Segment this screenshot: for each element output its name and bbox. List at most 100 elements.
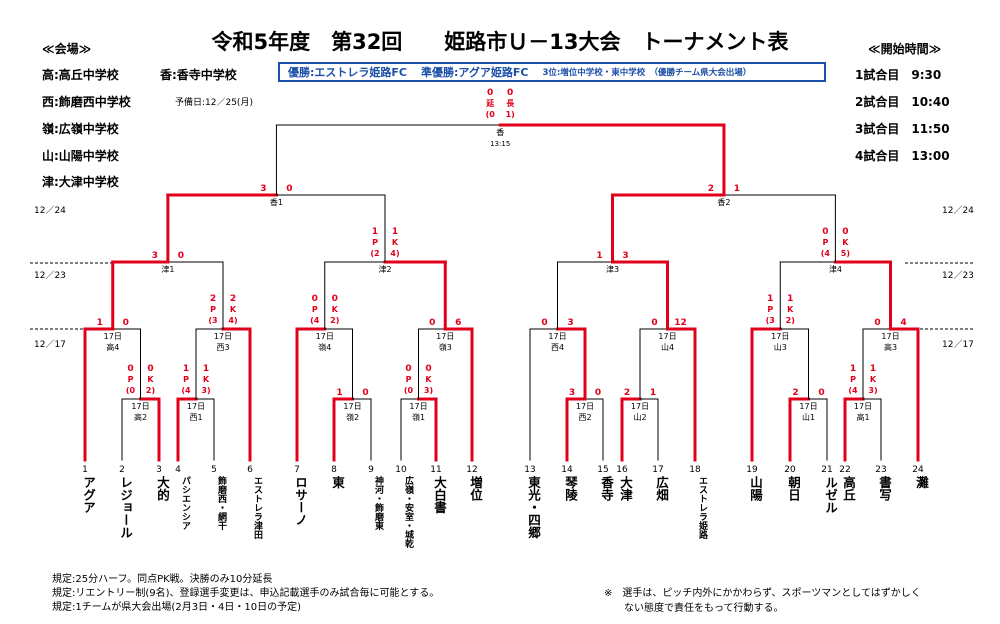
pk-label-p-b2: P <box>210 305 216 314</box>
pk-label-p-a2: P <box>183 375 189 384</box>
match-venue-c3: 津3 <box>606 264 619 274</box>
pk-label-p-a4: P <box>406 375 412 384</box>
match-venue-a1: 高2 <box>134 412 147 422</box>
score-right-a2: 1 <box>203 364 209 374</box>
score-right-b6: 12 <box>674 318 687 328</box>
match-venue-b2: 西3 <box>216 343 229 352</box>
rule-1: 規定:25分ハーフ。同点PK戦。決勝のみ10分延長 <box>52 574 273 585</box>
team-name: 山陽 <box>748 476 763 501</box>
team-number: 14 <box>561 465 573 475</box>
pk-right-b3: 2) <box>330 316 339 325</box>
round-date-left-3: 12／24 <box>34 206 66 216</box>
score-left-a3: 1 <box>336 388 342 398</box>
score-right-c4: 0 <box>842 227 848 237</box>
pk-right-a1: 2) <box>146 386 155 395</box>
team-name: 灘 <box>914 476 929 489</box>
team-number: 10 <box>395 465 407 475</box>
team-name: 広畑 <box>654 476 669 501</box>
team-number: 15 <box>597 465 608 475</box>
score-left-b5: 0 <box>541 318 547 328</box>
pk-label-p-c2: P <box>372 238 378 247</box>
score-left-b7: 1 <box>767 294 773 304</box>
match-date-b2: 17日 <box>214 332 232 341</box>
team-number: 17 <box>652 465 663 475</box>
conduct-note: ※ 選手は、ピッチ内外にかかわらず、スポーツマンとしてはずかしく ない態度で責任… <box>604 588 921 614</box>
team-number: 24 <box>912 465 924 475</box>
round-date-right-1: 12／17 <box>942 340 974 350</box>
score-left-a7: 2 <box>792 388 798 398</box>
match-venue-b4: 嶺3 <box>439 343 452 352</box>
pk-right-c4: 5) <box>841 249 850 258</box>
score-right-c3: 3 <box>622 251 628 261</box>
pk-left-a1: (0 <box>126 386 136 395</box>
pk-label-p-b7: P <box>767 305 773 314</box>
match-venue-final: 香 <box>496 127 504 137</box>
team-number: 12 <box>466 465 477 475</box>
score-left-sf1: 3 <box>260 184 266 194</box>
pk-label-k-c4: K <box>842 238 849 247</box>
match-date-b1: 17日 <box>104 332 122 341</box>
score-right-b3: 0 <box>332 294 338 304</box>
pk-label-k-b7: K <box>787 305 794 314</box>
team-number: 18 <box>689 465 701 475</box>
venue-otsu: 津:大津中学校 <box>42 175 119 189</box>
score-left-a6: 2 <box>624 388 630 398</box>
team-number: 1 <box>82 465 88 475</box>
et-label-final: 長 <box>506 99 515 108</box>
pk-right-b2: 4) <box>228 316 237 325</box>
team-number: 16 <box>616 465 628 475</box>
pk-left-b3: (4 <box>310 316 320 325</box>
score-right-b2: 2 <box>230 294 236 304</box>
pk-right-a4: 3) <box>424 386 433 395</box>
match-venue-b3: 嶺4 <box>318 343 331 352</box>
match-venue-c2: 津2 <box>378 264 391 274</box>
score-left-b8: 0 <box>874 318 880 328</box>
match-venue-b5: 西4 <box>551 343 564 352</box>
score-left-b3: 0 <box>312 294 318 304</box>
round-date-right-2: 12／23 <box>942 271 974 281</box>
team-number: 4 <box>175 465 181 475</box>
score-right-a1: 0 <box>147 364 153 374</box>
score-left-a5: 3 <box>569 388 575 398</box>
team-number: 20 <box>784 465 796 475</box>
match-venue-sf1: 香1 <box>270 197 283 207</box>
team-name: 神河・飾磨東 <box>373 476 383 530</box>
team-name: 増位 <box>468 476 483 501</box>
team-name: アグア <box>81 476 96 514</box>
score-right-a7: 0 <box>818 388 824 398</box>
team-number: 6 <box>247 465 253 475</box>
pk-right-a8: 3) <box>868 386 877 395</box>
pk-label-p-a8: P <box>850 375 856 384</box>
time-4: 4試合目 13:00 <box>855 149 950 163</box>
score-right-sf1: 0 <box>286 184 292 194</box>
team-number: 21 <box>821 465 832 475</box>
score-right-b1: 0 <box>123 318 129 328</box>
rule-2: 規定:リエントリー制(9名)、登録選手変更は、申込記載選手のみ試合毎に可能とする… <box>52 588 440 599</box>
match-venue-b8: 高3 <box>884 342 897 352</box>
pk-label-k-a8: K <box>870 375 877 384</box>
team-number: 13 <box>524 465 535 475</box>
winner-third: 3位:増位中学校・東中学校 （優勝チーム県大会出場） <box>542 68 752 78</box>
score-left-b2: 2 <box>210 294 216 304</box>
winners-box: 優勝:エストレラ姫路FC 準優勝:アグア姫路FC 3位:増位中学校・東中学校 （… <box>278 62 826 82</box>
venue-kodera: 香:香寺中学校 <box>160 68 237 82</box>
team-name: ルゼル <box>823 476 838 514</box>
match-venue-a3: 嶺2 <box>346 413 359 422</box>
page-title: 令和5年度 第32回 姫路市Ｕ－13大会 トーナメント表 <box>211 30 789 54</box>
match-venue-a4: 嶺1 <box>412 413 425 422</box>
match-date-a3: 17日 <box>343 402 361 411</box>
pk-left-a8: (4 <box>848 386 858 395</box>
score-left-final: 0 <box>487 88 493 98</box>
team-number: 7 <box>294 465 300 475</box>
team-name: 香寺 <box>599 476 614 501</box>
team-name: ロサーノ <box>293 476 308 526</box>
round-date-left-2: 12／23 <box>34 271 66 281</box>
team-name: エストレラ姫路 <box>697 476 707 539</box>
match-date-a5: 17日 <box>576 402 594 411</box>
match-date-b7: 17日 <box>771 332 789 341</box>
pk-left-a2: (4 <box>181 386 191 395</box>
times-header: ≪開始時間≫ <box>868 42 942 56</box>
team-name: 朝日 <box>786 476 801 501</box>
round-date-left-1: 12／17 <box>34 340 66 350</box>
